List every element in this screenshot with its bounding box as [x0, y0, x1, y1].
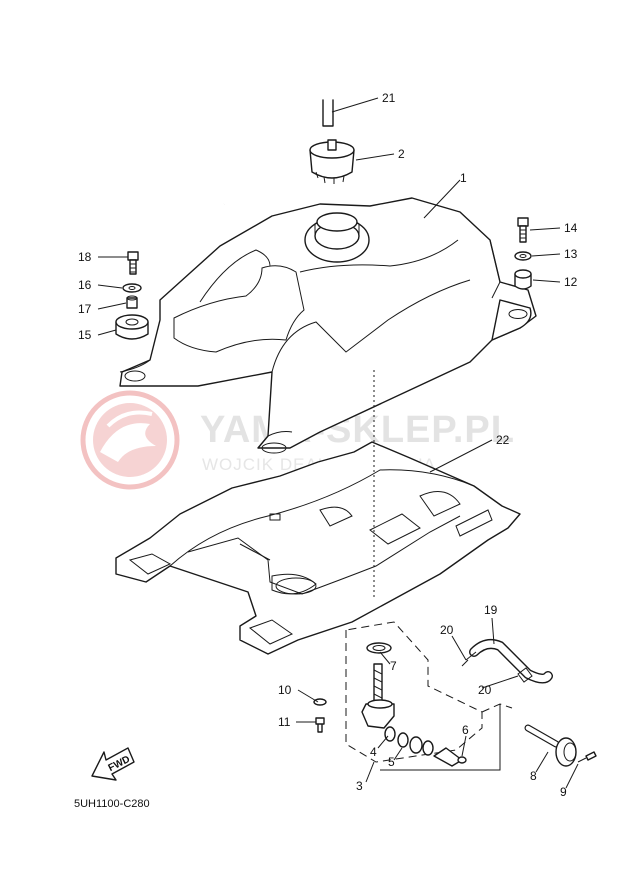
- washer-16: [122, 283, 142, 293]
- callout-4: 4: [370, 745, 377, 759]
- fuel-cock-assembly: [313, 621, 513, 767]
- callout-20-lower: 20: [478, 683, 492, 697]
- callout-6: 6: [462, 723, 469, 737]
- fuel-joint-8: [524, 724, 577, 767]
- callout-19: 19: [484, 603, 498, 617]
- fuel-cap: [309, 139, 355, 184]
- fwd-arrow: FWD: [91, 747, 135, 781]
- callout-3: 3: [356, 779, 363, 793]
- fuel-hose: [461, 639, 553, 684]
- callout-13: 13: [564, 247, 578, 261]
- callout-8: 8: [530, 769, 537, 783]
- callout-9: 9: [560, 785, 567, 799]
- bolt-14: [517, 217, 529, 243]
- callout-7: 7: [390, 659, 397, 673]
- callout-12: 12: [564, 275, 578, 289]
- callout-17: 17: [78, 302, 92, 316]
- watermark-title: YAMA-SKLEP.PL: [200, 409, 515, 451]
- callout-20-upper: 20: [440, 623, 454, 637]
- callout-21: 21: [382, 91, 396, 105]
- callout-18: 18: [78, 250, 92, 264]
- callout-11: 11: [278, 715, 291, 729]
- damper-12: [514, 269, 532, 290]
- screw-9: [577, 751, 597, 763]
- collar-17: [126, 295, 138, 309]
- watermark-logo: [80, 390, 180, 490]
- breather-hose: [222, 78, 334, 205]
- callout-10: 10: [278, 683, 292, 697]
- fuel-tank: [119, 197, 537, 454]
- diagram-code: 5UH1100-C280: [74, 798, 150, 810]
- tank-tray: [115, 441, 521, 655]
- callout-2: 2: [398, 147, 405, 161]
- callout-16: 16: [78, 278, 92, 292]
- callout-22: 22: [496, 433, 510, 447]
- callout-1: 1: [460, 171, 467, 185]
- callout-15: 15: [78, 328, 92, 342]
- damper-15: [115, 314, 149, 340]
- callout-14: 14: [564, 221, 578, 235]
- callout-5: 5: [388, 755, 395, 769]
- bolt-18: [127, 251, 139, 275]
- callout-numbers: 21 2 1 14 13 12 18 16 17 15 22 19 20 20 …: [78, 91, 578, 799]
- washer-13: [514, 251, 532, 261]
- leader-lines: [97, 97, 579, 789]
